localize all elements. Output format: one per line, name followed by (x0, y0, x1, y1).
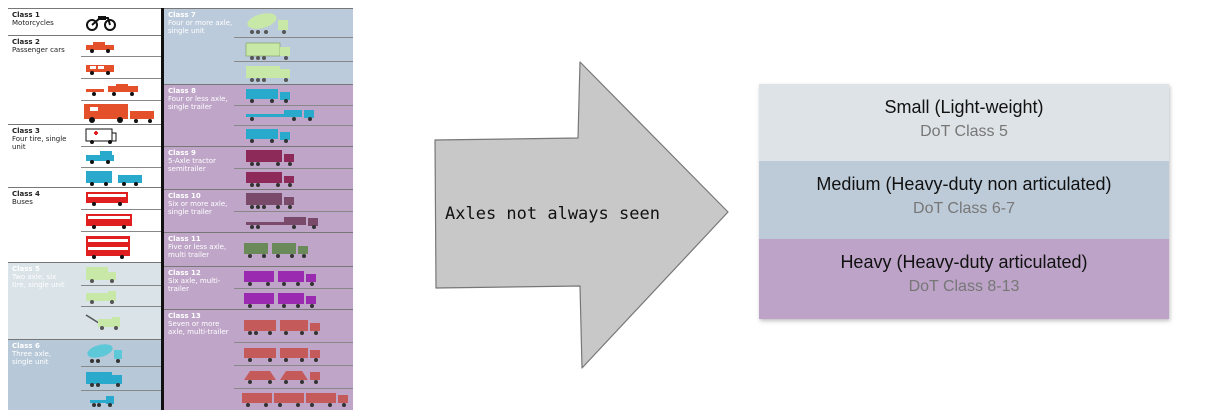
table-divider (161, 8, 164, 410)
triple-trailer-icon (242, 393, 348, 407)
seven-axle-double-icon (244, 320, 320, 335)
six-axle-flatbed-icon (246, 217, 318, 229)
tow-truck-icon (85, 314, 120, 330)
semi-box-icon (246, 129, 290, 143)
van-trailer-icon (86, 171, 142, 186)
mixer-truck-icon (247, 13, 288, 34)
six-axle-double-icon (244, 271, 316, 286)
hopper-double-icon (244, 371, 320, 384)
arrow-label: Axles not always seen (445, 204, 660, 224)
category-medium-name: Medium (Heavy-duty non articulated) (816, 174, 1112, 194)
flatbed-truck-icon (90, 396, 114, 407)
category-small-dot-class: DoT Class 5 (920, 123, 1008, 140)
category-medium-dot-class: DoT Class 6-7 (913, 200, 1015, 217)
double-trailer-icon (244, 243, 308, 258)
cement-mixer-icon (87, 344, 122, 363)
rv-icon (84, 104, 154, 123)
school-bus-icon (86, 192, 128, 206)
car-icon (86, 42, 114, 53)
motorcycle-icon (86, 16, 116, 31)
right-arrow-shape (434, 61, 729, 369)
tractor-trailer-icon (246, 172, 294, 187)
seven-axle-double-b-icon (244, 348, 320, 362)
category-heavy-dot-class: DoT Class 8-13 (908, 278, 1020, 295)
suv-icon (86, 65, 114, 75)
double-decker-icon (86, 236, 130, 259)
coach-bus-icon (86, 214, 132, 229)
six-axle-semi-icon (246, 193, 294, 209)
utility-truck-icon (86, 291, 116, 304)
vehicle-categories: Small (Light-weight) DoT Class 5 Medium … (759, 84, 1169, 319)
category-small-name: Small (Light-weight) (884, 97, 1044, 117)
category-small: Small (Light-weight) DoT Class 5 (759, 84, 1169, 161)
box-truck-icon (86, 267, 116, 283)
semi-short-icon (246, 89, 290, 103)
six-axle-double-alt-icon (244, 293, 316, 308)
car-trailer-icon (86, 84, 138, 96)
grain-truck-icon (245, 42, 290, 60)
box-truck-large-icon (246, 66, 290, 82)
category-heavy: Heavy (Heavy-duty articulated) DoT Class… (759, 239, 1169, 319)
dump-truck-icon (86, 372, 122, 387)
category-medium: Medium (Heavy-duty non articulated) DoT … (759, 161, 1169, 239)
pickup-icon (86, 151, 114, 164)
flatbed-semi-icon (246, 110, 314, 121)
tractor-semitrailer-icon (246, 150, 294, 166)
category-heavy-name: Heavy (Heavy-duty articulated) (840, 252, 1088, 272)
ambulance-icon (85, 128, 117, 144)
